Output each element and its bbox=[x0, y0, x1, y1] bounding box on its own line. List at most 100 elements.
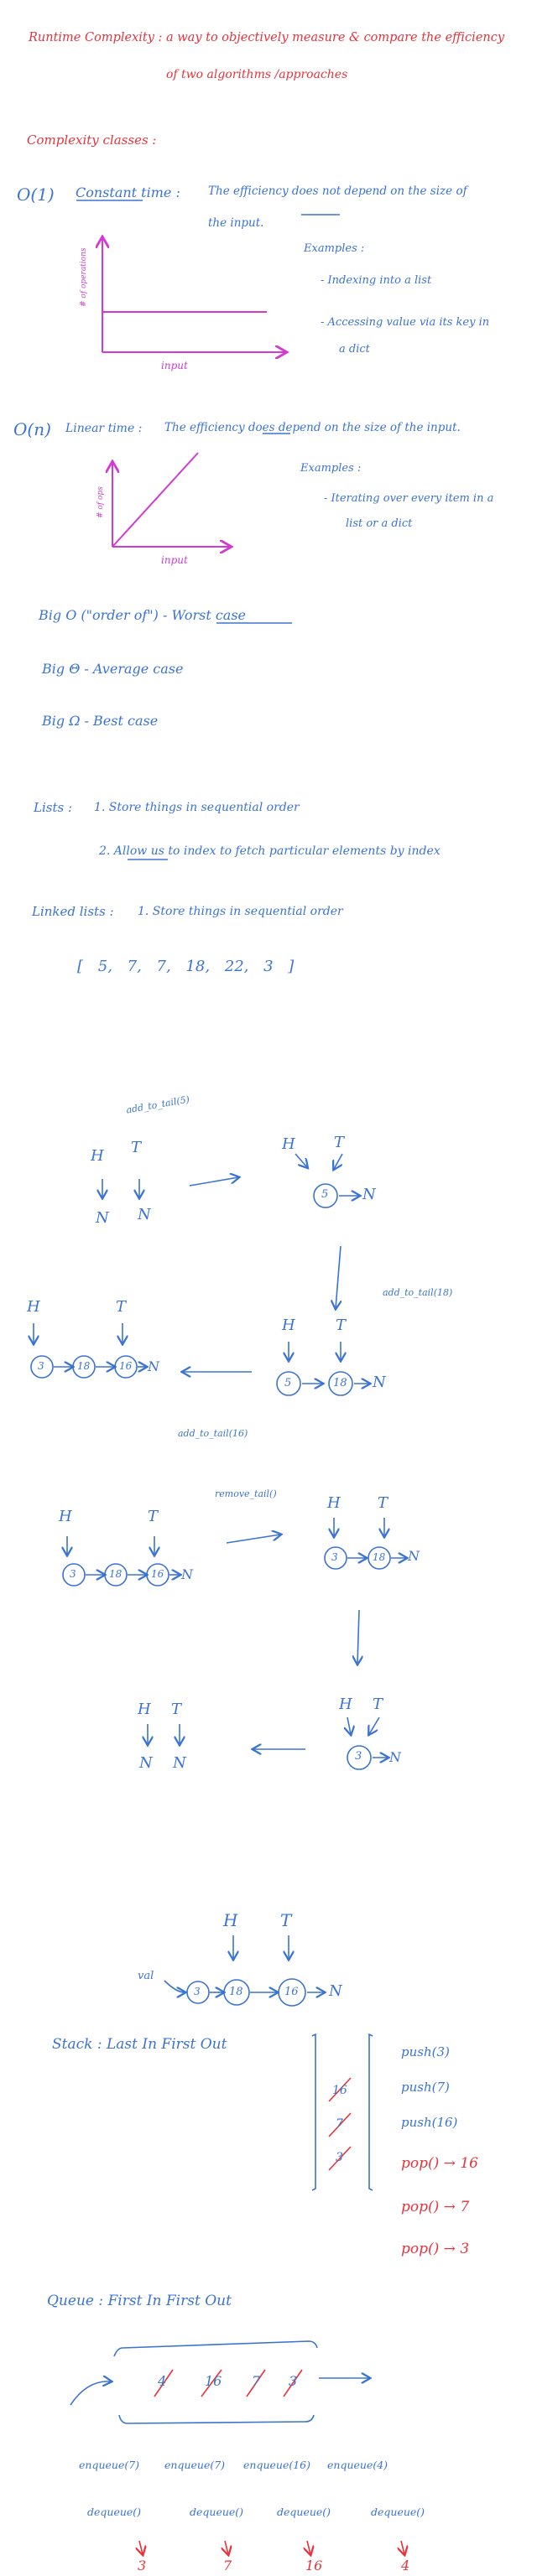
on-x-axis-label: input bbox=[161, 554, 188, 566]
node-3-value: 3 bbox=[38, 1360, 44, 1372]
null-label-6: N bbox=[408, 1548, 420, 1564]
o1-title: Constant time : bbox=[76, 184, 180, 200]
queue-title: Queue : First In First Out bbox=[47, 2293, 232, 2309]
o1-example-2b: a dict bbox=[339, 343, 370, 356]
stack-box bbox=[311, 2033, 373, 2191]
head-label-4: H bbox=[27, 1298, 40, 1316]
node-18-value-c: 18 bbox=[109, 1568, 123, 1580]
big-omega-line: Big Ω - Best case bbox=[42, 713, 159, 729]
tail-label-2: T bbox=[334, 1134, 345, 1151]
add-to-tail-18-label: add_to_tail(18) bbox=[383, 1287, 453, 1298]
add-to-tail-16-label: add_to_tail(16) bbox=[178, 1428, 248, 1439]
head-label-7: H bbox=[339, 1696, 352, 1713]
big-theta-line: Big Θ - Average case bbox=[42, 661, 184, 677]
on-title: Linear time : bbox=[65, 422, 143, 435]
null-label-4: N bbox=[148, 1358, 159, 1374]
node-5-value: 5 bbox=[321, 1188, 329, 1201]
head-label-9: H bbox=[223, 1910, 238, 1930]
null-label-7: N bbox=[389, 1749, 401, 1765]
stack-pop-7: pop() → 7 bbox=[401, 2199, 470, 2215]
on-example-1a: - Iterating over every item in a bbox=[324, 492, 494, 505]
constant-time-chart bbox=[102, 238, 285, 352]
node-18-value-e: 18 bbox=[229, 1986, 243, 1998]
node-3-value-d: 3 bbox=[355, 1750, 362, 1763]
linked-lists-sample: [ 5, 7, 7, 18, 22, 3 ] bbox=[77, 958, 295, 975]
ll-after-remove-diagram bbox=[324, 1518, 406, 1664]
queue-item-3: 3 bbox=[289, 2373, 298, 2389]
o1-example-2a: - Accessing value via its key in bbox=[321, 316, 490, 329]
stack-pop-16: pop() → 16 bbox=[401, 2155, 478, 2172]
on-desc: The efficiency does depend on the size o… bbox=[164, 421, 461, 434]
o1-y-axis-label: # of operations bbox=[80, 247, 88, 307]
node-16-value-c: 16 bbox=[284, 1986, 299, 1998]
remove-tail-label: remove_tail() bbox=[215, 1488, 277, 1499]
enqueue-1: enqueue(7) bbox=[79, 2459, 140, 2471]
stack-push-3: push(3) bbox=[401, 2044, 450, 2059]
big-o-line: Big O ("order of") - Worst case bbox=[39, 607, 247, 623]
null-label-3: N bbox=[373, 1374, 386, 1391]
node-18-value-d: 18 bbox=[373, 1551, 386, 1563]
dequeue-3: dequeue() bbox=[277, 2506, 331, 2518]
o1-label: O(1) bbox=[17, 184, 55, 205]
head-label-3: H bbox=[282, 1317, 295, 1334]
tail-label-4: T bbox=[116, 1298, 127, 1316]
ll-before-remove-diagram bbox=[63, 1535, 280, 1587]
null-label-2: N bbox=[362, 1186, 376, 1203]
dequeue-2: dequeue() bbox=[190, 2506, 244, 2518]
on-label: O(n) bbox=[13, 419, 51, 439]
o1-desc-1: The efficiency does not depend on the si… bbox=[208, 184, 467, 198]
null-label-9: N bbox=[329, 1982, 342, 2000]
stack-item-16: 16 bbox=[332, 2084, 347, 2097]
head-label-6: H bbox=[327, 1494, 341, 1512]
null-label-1b: N bbox=[138, 1206, 151, 1223]
node-18-value-b: 18 bbox=[77, 1360, 91, 1372]
dequeue-result-1: 3 bbox=[138, 2558, 147, 2573]
tail-label-6: T bbox=[378, 1494, 388, 1512]
node-5-value-b: 5 bbox=[284, 1377, 292, 1389]
dequeue-1: dequeue() bbox=[87, 2506, 142, 2518]
node-18-value: 18 bbox=[333, 1377, 347, 1389]
head-label-2: H bbox=[282, 1135, 295, 1153]
enqueue-2: enqueue(7) bbox=[164, 2459, 226, 2471]
on-example-1b: list or a dict bbox=[346, 517, 413, 530]
null-label-1a: N bbox=[96, 1209, 109, 1227]
val-label: val bbox=[138, 1970, 154, 1982]
ll-remove-one-node-diagram bbox=[148, 1716, 388, 1770]
tail-label-3: T bbox=[336, 1317, 347, 1334]
node-3-value-e: 3 bbox=[194, 1986, 201, 1997]
title-line-1: Runtime Complexity : a way to objectivel… bbox=[29, 31, 505, 44]
dequeue-result-4: 4 bbox=[401, 2558, 410, 2573]
dequeue-result-2: 7 bbox=[223, 2558, 232, 2573]
tail-label-7: T bbox=[373, 1696, 383, 1713]
tail-label-1: T bbox=[131, 1139, 142, 1156]
ll-three-node-diagram bbox=[31, 1323, 146, 1379]
queue-item-7: 7 bbox=[252, 2373, 261, 2389]
tail-label-8: T bbox=[171, 1701, 182, 1718]
on-examples-heading: Examples : bbox=[300, 462, 362, 475]
ll-two-node-diagram bbox=[183, 1342, 369, 1396]
node-16-value-b: 16 bbox=[151, 1568, 164, 1580]
o1-example-1: - Indexing into a list bbox=[321, 274, 432, 287]
null-label-8b: N bbox=[173, 1754, 186, 1772]
title-line-2: of two algorithms /approaches bbox=[166, 68, 348, 81]
complexity-heading: Complexity classes : bbox=[27, 132, 157, 148]
ll-prepend-diagram bbox=[164, 1935, 324, 2007]
node-3-value-c: 3 bbox=[331, 1551, 338, 1563]
stack-item-3: 3 bbox=[336, 2151, 343, 2164]
stack-title: Stack : Last In First Out bbox=[52, 2036, 227, 2053]
o1-desc-2: the input. bbox=[208, 216, 264, 230]
stack-push-16: push(16) bbox=[401, 2115, 458, 2130]
queue-box bbox=[70, 2340, 404, 2554]
stack-push-7: push(7) bbox=[401, 2080, 450, 2095]
queue-item-16: 16 bbox=[205, 2373, 222, 2389]
tail-label-5: T bbox=[148, 1508, 159, 1525]
node-16-value: 16 bbox=[119, 1360, 133, 1372]
linked-lists-label: Linked lists : bbox=[32, 904, 114, 919]
o1-x-axis-label: input bbox=[161, 360, 188, 371]
tail-label-9: T bbox=[280, 1910, 292, 1930]
o1-examples-heading: Examples : bbox=[304, 242, 365, 255]
queue-item-4: 4 bbox=[158, 2373, 167, 2389]
linked-lists-item-1: 1. Store things in sequential order bbox=[138, 905, 343, 918]
